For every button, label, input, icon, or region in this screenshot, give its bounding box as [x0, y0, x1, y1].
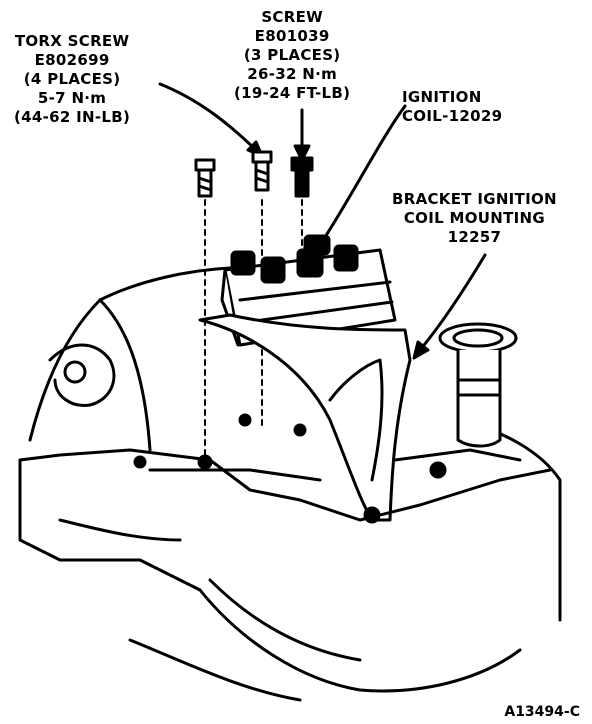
ignition-coil-leader: [316, 104, 407, 250]
mounting-bracket: [198, 313, 412, 522]
manifold-bolts: [133, 413, 447, 524]
screw-label-line5: (19-24 FT-LB): [234, 84, 351, 102]
screw-label: SCREW E801039 (3 PLACES) 26-32 N·m (19-2…: [234, 8, 350, 103]
screw-label-line4: 26-32 N·m: [247, 65, 338, 83]
torx-screw-1: [194, 158, 216, 198]
torx-screw-label: TORX SCREW E802699 (4 PLACES) 5-7 N·m (4…: [14, 32, 130, 127]
torx-screw-label-line2: E802699: [34, 51, 110, 69]
torx-screw-2: [251, 150, 273, 192]
bracket-label: BRACKET IGNITION COIL MOUNTING 12257: [392, 190, 557, 247]
torx-screw-leader: [158, 82, 258, 152]
bracket-leader: [418, 253, 487, 352]
ignition-coil-label: IGNITION COIL-12029: [402, 88, 502, 126]
bracket-arrowhead: [412, 340, 430, 360]
engine-block: [18, 266, 562, 702]
torx-screw-label-line4: 5-7 N·m: [37, 89, 107, 107]
screw-1: [290, 156, 314, 198]
bracket-label-line2: COIL MOUNTING: [403, 209, 545, 227]
torx-screw-label-line3: (4 PLACES): [23, 70, 121, 88]
screw-arrowhead: [293, 144, 311, 162]
torx-screw-label-line1: TORX SCREW: [14, 32, 130, 50]
bracket-label-line1: BRACKET IGNITION: [392, 190, 557, 208]
figure-reference: A13494-C: [504, 704, 580, 720]
ignition-coil-label-line2: COIL-12029: [402, 107, 503, 125]
bracket-label-line3: 12257: [447, 228, 502, 246]
screw-label-line1: SCREW: [261, 8, 323, 26]
screw-label-line2: E801039: [254, 27, 330, 45]
oil-filler-neck: [438, 322, 518, 448]
screw-label-line3: (3 PLACES): [243, 46, 341, 64]
ignition-coil-label-line1: IGNITION: [402, 88, 482, 106]
torx-screw-label-line5: (44-62 IN-LB): [14, 108, 131, 126]
